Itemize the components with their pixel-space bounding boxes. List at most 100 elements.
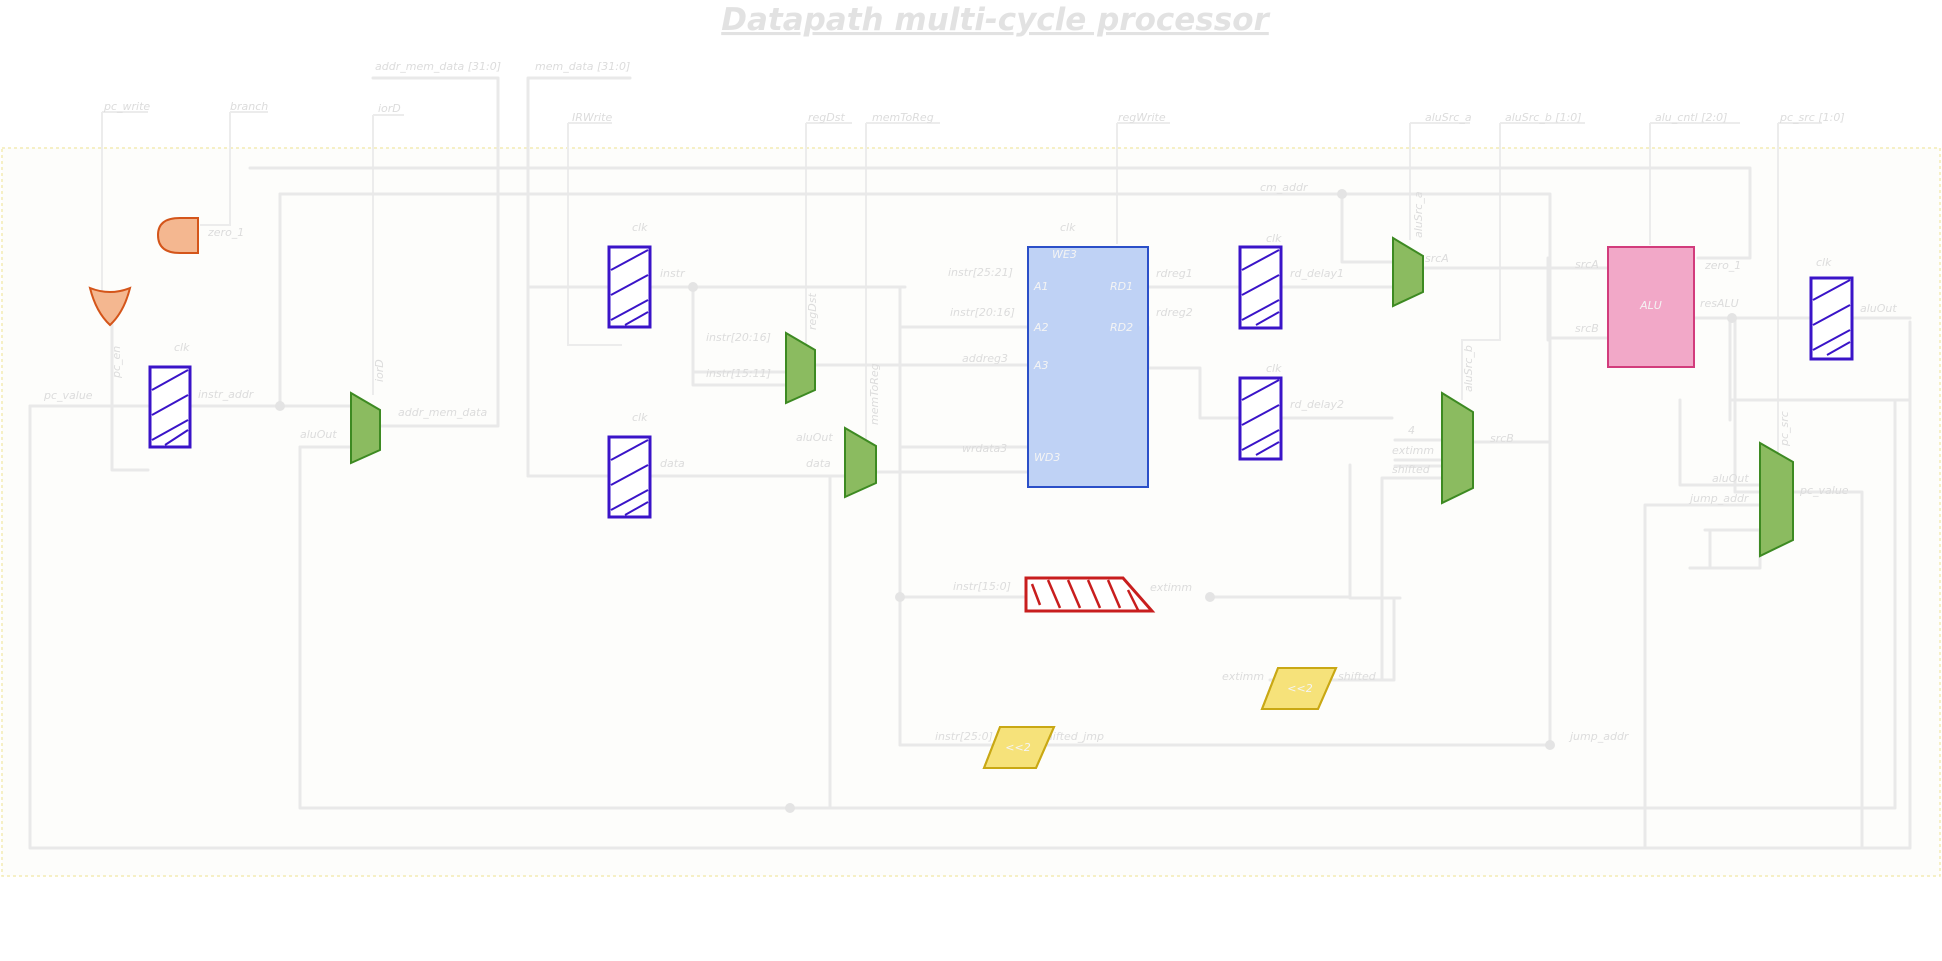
- signal-alu-cntl: alu_cntl [2:0]: [1655, 111, 1727, 124]
- label-clk-aluout: clk: [1816, 256, 1832, 269]
- signal-pc-write: pc_write: [103, 100, 150, 113]
- junctions: [275, 189, 1737, 813]
- label-iord: iorD: [373, 359, 386, 382]
- label-zero-1-alu: zero_1: [1704, 259, 1741, 272]
- mux-iord: [350, 391, 381, 465]
- label-instr-addr: instr_addr: [198, 388, 255, 401]
- label-clk-rf: clk: [1060, 221, 1076, 234]
- rf-wd3: WD3: [1034, 451, 1060, 464]
- label-addr-mem-data: addr_mem_data: [398, 406, 487, 419]
- label-aluout-a: aluOut: [300, 428, 337, 441]
- aluout-register: clk: [1809, 256, 1854, 361]
- wires: [28, 166, 1912, 850]
- label-aluout-c: aluOut: [1712, 472, 1749, 485]
- label-rd-delay1: rd_delay1: [1290, 267, 1344, 280]
- label-zero-1: zero_1: [207, 226, 244, 239]
- or-gate: [88, 286, 132, 327]
- signal-alusrc-b: aluSrc_b [1:0]: [1505, 111, 1582, 124]
- label-instr-15-11: instr[15:11]: [706, 367, 771, 380]
- signal-pc-src: pc_src [1:0]: [1779, 111, 1845, 124]
- label-rdreg1: rdreg1: [1156, 267, 1193, 280]
- wire-labels: pc_value pc_en zero_1 instr_addr aluOut …: [43, 181, 1897, 743]
- label-instr-20-16: instr[20:16]: [706, 331, 771, 344]
- rf-a2: A2: [1033, 321, 1049, 334]
- label-srcb-alu: srcB: [1575, 322, 1599, 335]
- label-rd-delay2: rd_delay2: [1290, 398, 1344, 411]
- label-alusrc-a-v: aluSrc_a: [1412, 191, 1425, 238]
- rd-delay2-register: clk: [1238, 362, 1283, 461]
- signal-regwrite: regWrite: [1118, 111, 1166, 124]
- label-rdreg2: rdreg2: [1156, 306, 1193, 319]
- rd-delay1-register: clk: [1238, 232, 1283, 330]
- label-extimm-out: extimm: [1150, 581, 1192, 594]
- label-srca-mux: srcA: [1425, 252, 1449, 265]
- label-addreg3: addreg3: [962, 352, 1008, 365]
- label-pc-src-v: pc_src: [1778, 411, 1791, 447]
- label-memtoreg: memToReg: [868, 363, 881, 425]
- label-resalu: resALU: [1700, 297, 1739, 310]
- label-instr-25-0: instr[25:0]: [935, 730, 993, 743]
- label-instr-15-0: instr[15:0]: [953, 580, 1011, 593]
- ground-line: [1688, 528, 1732, 570]
- label-data: data: [660, 457, 685, 470]
- label-wrdata3: wrdata3: [962, 442, 1007, 455]
- sign-extend: [1024, 576, 1156, 613]
- mux-memtoreg: [844, 426, 877, 499]
- label-srca-alu: srcA: [1575, 258, 1599, 271]
- label-alusrc-b-v: aluSrc_b: [1462, 345, 1475, 392]
- label-pc-value-out: pc_value: [1799, 484, 1849, 497]
- rf-a1: A1: [1033, 280, 1049, 293]
- pc-register: clk: [148, 341, 192, 449]
- mux-pc-src: [1759, 441, 1794, 558]
- rf-we3: WE3: [1052, 248, 1077, 261]
- register-file: clk WE3 A1 A2 A3 WD3 RD1 RD2: [1027, 221, 1149, 488]
- signal-regdst: regDst: [808, 111, 845, 124]
- label-instr: instr: [660, 267, 686, 280]
- signal-addr-mem-data-bus: addr_mem_data [31:0]: [375, 60, 501, 73]
- mux-regdst: [785, 331, 816, 405]
- data-register: clk: [607, 411, 652, 519]
- label-instr-20-16-b: instr[20:16]: [950, 306, 1015, 319]
- label-aluout-b: aluOut: [796, 431, 833, 444]
- label-clk-rd2: clk: [1266, 362, 1282, 375]
- alu-label: ALU: [1639, 299, 1662, 312]
- signal-branch: branch: [230, 100, 268, 113]
- instr-register: clk: [607, 221, 652, 329]
- shift-label: <<2: [1287, 682, 1312, 695]
- label-regdst: regDst: [806, 293, 819, 330]
- label-aluout-out: aluOut: [1860, 302, 1897, 315]
- and-gate: [156, 217, 199, 254]
- label-shifted-s: shifted: [1338, 670, 1377, 683]
- label-clk-instr: clk: [632, 221, 648, 234]
- label-srcb: srcB: [1490, 432, 1514, 445]
- shift-jmp-label: <<2: [1005, 741, 1030, 754]
- label-jump-addr-in: jump_addr: [1688, 492, 1750, 505]
- label-clk-rd1: clk: [1266, 232, 1282, 245]
- rf-rd2: RD2: [1110, 321, 1133, 334]
- label-clk-data: clk: [632, 411, 648, 424]
- label-instr-25-21: instr[25:21]: [948, 266, 1013, 279]
- label-shifted-jmp: shifted_jmp: [1040, 730, 1104, 743]
- signal-iorD: iorD: [378, 102, 401, 115]
- label-jump-addr: jump_addr: [1568, 730, 1630, 743]
- label-clk-pc: clk: [174, 341, 190, 354]
- signal-irwrite: IRWrite: [572, 111, 612, 124]
- shifter-extimm: <<2: [1260, 667, 1338, 710]
- label-imm4: 4: [1408, 424, 1415, 437]
- rf-rd1: RD1: [1110, 280, 1133, 293]
- alu-block: ALU: [1607, 246, 1695, 368]
- rf-a3: A3: [1033, 359, 1049, 372]
- label-data-b: data: [806, 457, 831, 470]
- label-cm-addr: cm_addr: [1260, 181, 1309, 194]
- label-pc-en: pc_en: [110, 346, 123, 379]
- label-pc-value-in: pc_value: [43, 389, 93, 402]
- signal-memtoreg: memToReg: [872, 111, 934, 124]
- label-extimm-s: extimm: [1222, 670, 1264, 683]
- mux-alusrc-b: [1441, 391, 1474, 505]
- diagram-title: Datapath multi-cycle processor: [721, 2, 1270, 38]
- label-extimm-in: extimm: [1392, 444, 1434, 457]
- mux-alusrc-a: [1392, 236, 1424, 308]
- shifter-jump: <<2: [982, 726, 1056, 769]
- signal-mem-data-bus: mem_data [31:0]: [535, 60, 630, 73]
